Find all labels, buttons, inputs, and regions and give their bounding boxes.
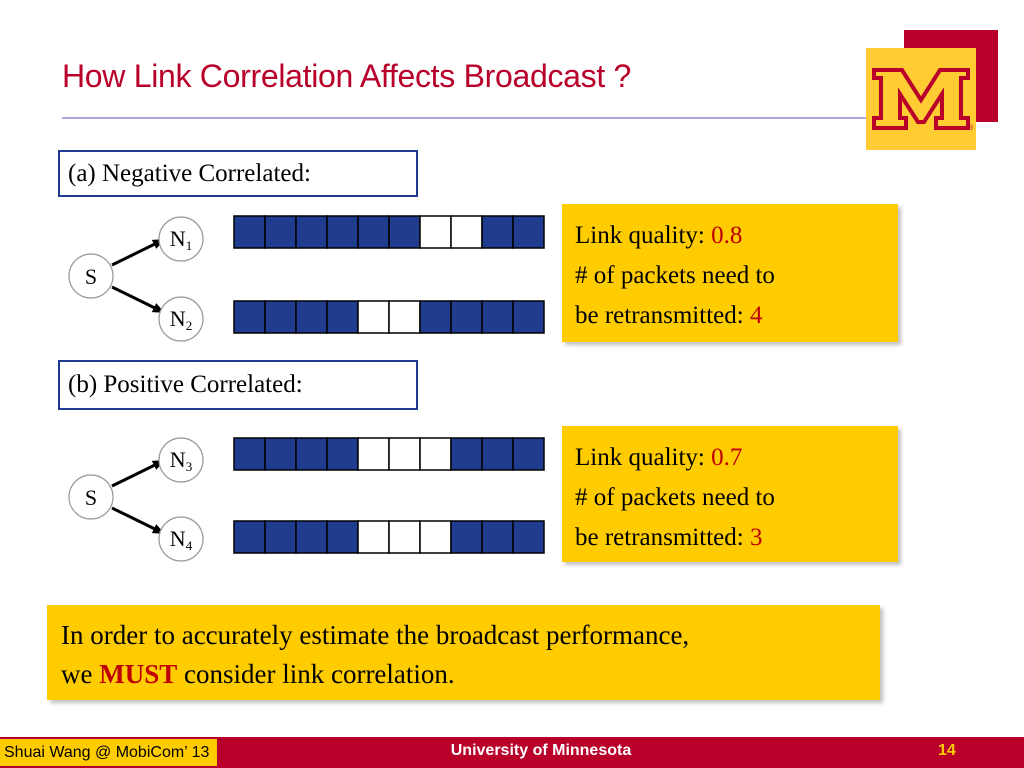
packet-lost bbox=[357, 300, 390, 334]
case-b-topology: S N3 N4 bbox=[68, 437, 545, 562]
packet-received bbox=[264, 437, 297, 471]
receiver-node-n4 bbox=[158, 516, 204, 562]
packet-received bbox=[357, 215, 390, 249]
packet-received bbox=[419, 300, 452, 334]
source-node-a bbox=[68, 253, 114, 299]
conclusion-line-2: we MUST consider link correlation. bbox=[61, 659, 455, 689]
receiver-label-n2: N2 bbox=[170, 306, 192, 333]
packet-received bbox=[295, 215, 328, 249]
emphasis-must: MUST bbox=[99, 659, 178, 689]
slide-title: How Link Correlation Affects Broadcast ? bbox=[62, 58, 632, 94]
packet-lost bbox=[357, 437, 390, 471]
packets-line: # of packets need to bbox=[575, 262, 775, 289]
title-divider bbox=[62, 117, 868, 119]
receiver-node-n3 bbox=[158, 437, 204, 483]
packet-received bbox=[326, 520, 359, 554]
packet-row-n3 bbox=[233, 437, 545, 471]
receiver-label-n4: N4 bbox=[170, 526, 193, 553]
packet-received bbox=[481, 215, 514, 249]
packet-received bbox=[326, 437, 359, 471]
source-node-b bbox=[68, 474, 114, 520]
link-quality-value: 0.7 bbox=[711, 444, 743, 471]
packet-received bbox=[450, 300, 483, 334]
packet-lost bbox=[388, 300, 421, 334]
link-arrow-s-n2 bbox=[111, 285, 165, 314]
conclusion-note: In order to accurately estimate the broa… bbox=[47, 605, 880, 700]
link-quality-value: 0.8 bbox=[711, 222, 743, 249]
retransmit-line: be retransmitted: 4 bbox=[575, 302, 763, 329]
packet-received bbox=[450, 520, 483, 554]
packet-row-n1 bbox=[233, 215, 545, 249]
packet-received bbox=[295, 437, 328, 471]
packet-received bbox=[326, 300, 359, 334]
receiver-label-n1: N1 bbox=[170, 226, 192, 253]
link-arrow-s-n3 bbox=[111, 459, 165, 488]
link-quality-line: Link quality: 0.8 bbox=[575, 222, 743, 249]
packet-received bbox=[481, 437, 514, 471]
packet-received bbox=[450, 437, 483, 471]
packet-received bbox=[512, 520, 545, 554]
receiver-node-n1 bbox=[158, 216, 204, 262]
university-m-logo-icon: ® bbox=[872, 68, 974, 132]
negative-correlated-info: Link quality: 0.8 # of packets need to b… bbox=[562, 204, 898, 342]
packet-lost bbox=[388, 437, 421, 471]
retransmit-line: be retransmitted: 3 bbox=[575, 524, 763, 551]
packet-received bbox=[512, 300, 545, 334]
source-label-a: S bbox=[85, 264, 97, 289]
receiver-node-n2 bbox=[158, 296, 204, 342]
packet-received bbox=[233, 437, 266, 471]
packet-lost bbox=[450, 215, 483, 249]
packet-row-n4 bbox=[233, 520, 545, 554]
packet-lost bbox=[357, 520, 390, 554]
packet-lost bbox=[419, 215, 452, 249]
packet-received bbox=[233, 520, 266, 554]
source-label-b: S bbox=[85, 485, 97, 510]
retransmit-count: 4 bbox=[749, 302, 763, 329]
packet-received bbox=[233, 215, 266, 249]
packet-received bbox=[233, 300, 266, 334]
positive-correlated-info: Link quality: 0.7 # of packets need to b… bbox=[562, 426, 898, 562]
retransmit-count: 3 bbox=[749, 524, 763, 551]
link-quality-line: Link quality: 0.7 bbox=[575, 444, 743, 471]
packet-received bbox=[295, 300, 328, 334]
packets-line: # of packets need to bbox=[575, 484, 775, 511]
link-arrow-s-n1 bbox=[111, 238, 165, 267]
positive-correlated-label: (b) Positive Correlated: bbox=[58, 360, 418, 410]
packet-received bbox=[512, 215, 545, 249]
packet-received bbox=[388, 215, 421, 249]
broadcast-diagram: S N1 N2 S N3 N4 bbox=[68, 215, 545, 562]
footer-university: University of Minnesota bbox=[450, 742, 632, 759]
packet-received bbox=[264, 300, 297, 334]
page-number: 14 bbox=[938, 742, 956, 759]
svg-text:®: ® bbox=[968, 124, 974, 132]
packet-received bbox=[264, 215, 297, 249]
packet-received bbox=[481, 300, 514, 334]
packet-received bbox=[512, 437, 545, 471]
footer-author: Shuai Wang @ MobiCom’ 13 bbox=[0, 739, 218, 766]
packet-received bbox=[481, 520, 514, 554]
packet-received bbox=[264, 520, 297, 554]
link-arrow-s-n4 bbox=[111, 506, 165, 535]
packet-lost bbox=[419, 437, 452, 471]
conclusion-line-1: In order to accurately estimate the broa… bbox=[61, 620, 690, 650]
packet-received bbox=[295, 520, 328, 554]
negative-correlated-label: (a) Negative Correlated: bbox=[58, 150, 418, 197]
receiver-label-n3: N3 bbox=[170, 447, 192, 474]
packet-lost bbox=[419, 520, 452, 554]
case-a-topology: S N1 N2 bbox=[68, 215, 545, 342]
packet-received bbox=[326, 215, 359, 249]
packet-row-n2 bbox=[233, 300, 545, 334]
packet-lost bbox=[388, 520, 421, 554]
